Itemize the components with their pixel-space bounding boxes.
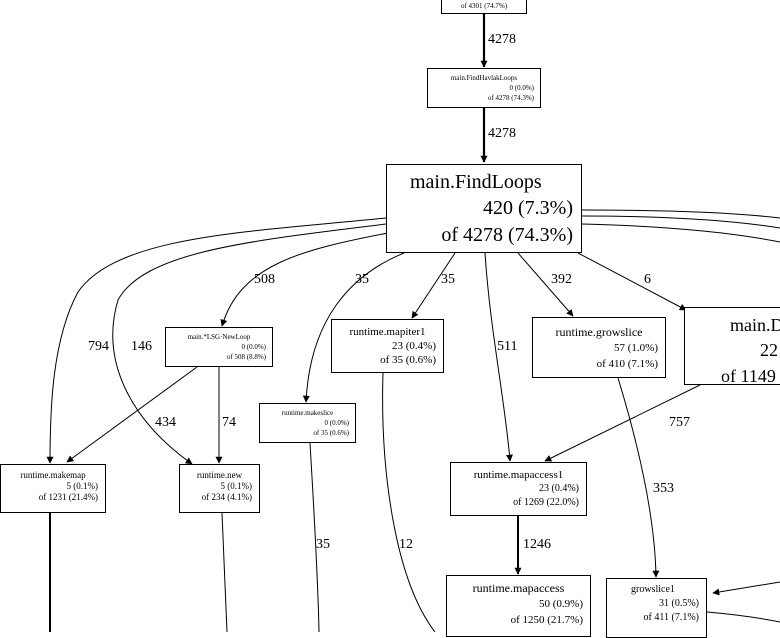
node-title: main.*LSG·NewLoop: [187, 333, 251, 341]
edge-findloops-to-mapiter1[interactable]: [411, 252, 456, 319]
node-line2: of 508 (8.8%): [226, 353, 266, 361]
node-title: main.FindLoops: [410, 171, 542, 193]
node-line1: 0 (0.0%): [509, 84, 535, 92]
edge-label-havlak-to-findloops: 4278: [488, 126, 516, 141]
node-line2: of 411 (7.1%): [643, 612, 699, 623]
node-mapaccess[interactable]: runtime.mapaccess 50 (0.9%) of 1250 (21.…: [446, 575, 591, 637]
node-title: main.D: [730, 315, 780, 335]
edge-new-down: [221, 512, 228, 632]
node-title: runtime.mapaccess: [472, 581, 565, 595]
node-mapaccess1[interactable]: runtime.mapaccess1 23 (0.4%) of 1269 (22…: [450, 462, 587, 516]
node-main-d-partial[interactable]: main.D 22 of 1149: [684, 307, 780, 385]
node-line2: of 1231 (21.4%): [38, 492, 98, 502]
edge-findloops-offscreen-2: [581, 215, 780, 229]
node-line1: 23 (0.4%): [539, 483, 579, 494]
edge-findloops-to-maind[interactable]: [577, 252, 687, 311]
node-growslice1[interactable]: growslice1 31 (0.5%) of 411 (7.1%): [606, 578, 707, 638]
node-makemap[interactable]: runtime.makemap 5 (0.1%) of 1231 (21.4%): [0, 464, 106, 513]
edge-growslice1-offscreen: [706, 611, 780, 623]
edge-findloops-to-new[interactable]: [112, 223, 387, 465]
edge-label-findloops-to-new: 146: [131, 339, 152, 354]
node-title: runtime.new: [196, 470, 243, 480]
node-line2: of 4278 (74.3%): [487, 94, 534, 102]
edge-findloops-to-makeslice[interactable]: [302, 252, 405, 403]
node-growslice[interactable]: runtime.growslice 57 (1.0%) of 410 (7.1%…: [532, 317, 666, 378]
node-line1: 5 (0.1%): [66, 481, 99, 491]
node-top-partial[interactable]: of 4301 (74.7%): [441, 0, 527, 14]
edge-label-findloops-to-mapaccess1: 511: [497, 339, 518, 354]
node-lsg-new-loop[interactable]: main.*LSG·NewLoop 0 (0.0%) of 508 (8.8%): [165, 327, 273, 367]
node-line2: of 35 (0.6%): [313, 429, 349, 437]
node-title: runtime.growslice: [555, 325, 643, 339]
node-line2: of 35 (0.6%): [380, 354, 436, 366]
edge-label-findloops-to-maind: 6: [644, 272, 651, 287]
node-find-havlak-loops[interactable]: main.FindHavlakLoops 0 (0.0%) of 4278 (7…: [427, 68, 541, 108]
node-line2: of 1250 (21.7%): [510, 614, 583, 626]
edge-label-lsgnewloop-to-new: 74: [222, 415, 236, 430]
edge-growslice-to-growslice1[interactable]: [617, 377, 660, 578]
node-find-loops[interactable]: main.FindLoops 420 (7.3%) of 4278 (74.3%…: [386, 164, 582, 253]
node-line1: 57 (1.0%): [614, 342, 658, 354]
node-line2: of 4278 (74.3%): [441, 224, 573, 246]
node-line1: 0 (0.0%): [241, 343, 267, 351]
edge-label-maind-to-mapaccess1: 757: [669, 415, 690, 430]
node-line1: 50 (0.9%): [539, 598, 583, 610]
node-line1: 420 (7.3%): [483, 197, 573, 219]
node-line2: of 410 (7.1%): [596, 358, 658, 370]
node-line2: of 4301 (74.7%): [460, 2, 508, 10]
node-makeslice[interactable]: runtime.makeslice 0 (0.0%) of 35 (0.6%): [259, 403, 356, 443]
edge-findloops-to-makemap[interactable]: [46, 217, 387, 464]
edge-label-top-to-havlak: 4278: [488, 32, 516, 47]
edge-findloops-offscreen-1: [581, 209, 780, 219]
node-title: growslice1: [631, 584, 675, 595]
node-line1: 31 (0.5%): [659, 598, 699, 609]
node-title: runtime.mapaccess1: [473, 469, 564, 481]
node-title: runtime.makemap: [20, 470, 86, 480]
node-line2: of 1149: [721, 366, 776, 385]
edge-label-growslice-to-growslice1: 353: [653, 481, 674, 496]
node-line2: of 1269 (22.0%): [513, 497, 579, 508]
edge-label-makeslice-down: 35: [316, 537, 330, 552]
edge-findloops-to-growslice[interactable]: [517, 252, 574, 317]
edge-findloops-to-lsgnewloop[interactable]: [220, 232, 389, 327]
node-line1: 5 (0.1%): [220, 481, 253, 491]
edge-label-findloops-to-makeslice: 35: [355, 272, 369, 287]
node-line2: of 234 (4.1%): [201, 492, 252, 502]
node-line1: 0 (0.0%): [324, 419, 350, 427]
edge-findloops-offscreen-3: [581, 223, 780, 243]
edge-label-lsgnewloop-to-makemap: 434: [155, 415, 176, 430]
edge-makeslice-down: [309, 442, 320, 632]
edge-offscreen-to-growslice1: [712, 581, 780, 596]
edge-label-findloops-to-lsgnewloop: 508: [254, 272, 275, 287]
edge-lsgnewloop-to-makemap[interactable]: [66, 366, 198, 463]
edge-label-mapiter1-down: 12: [399, 537, 413, 552]
node-runtime-new[interactable]: runtime.new 5 (0.1%) of 234 (4.1%): [179, 464, 260, 513]
node-line1: 22: [760, 340, 778, 360]
edge-mapiter1-down: [382, 372, 436, 632]
node-line1: 23 (0.4%): [392, 340, 436, 352]
edge-label-findloops-to-mapiter1: 35: [441, 272, 455, 287]
node-title: runtime.mapiter1: [349, 326, 426, 338]
edge-label-findloops-to-growslice: 392: [551, 272, 572, 287]
edge-label-findloops-to-makemap: 794: [88, 339, 109, 354]
node-title: runtime.makeslice: [281, 409, 334, 417]
edge-findloops-to-mapaccess1[interactable]: [484, 252, 513, 462]
node-title: main.FindHavlakLoops: [450, 74, 518, 82]
edge-maind-to-mapaccess1[interactable]: [544, 384, 701, 462]
node-mapiter1[interactable]: runtime.mapiter1 23 (0.4%) of 35 (0.6%): [331, 319, 444, 373]
edge-label-mapaccess1-to-mapaccess: 1246: [523, 537, 551, 552]
